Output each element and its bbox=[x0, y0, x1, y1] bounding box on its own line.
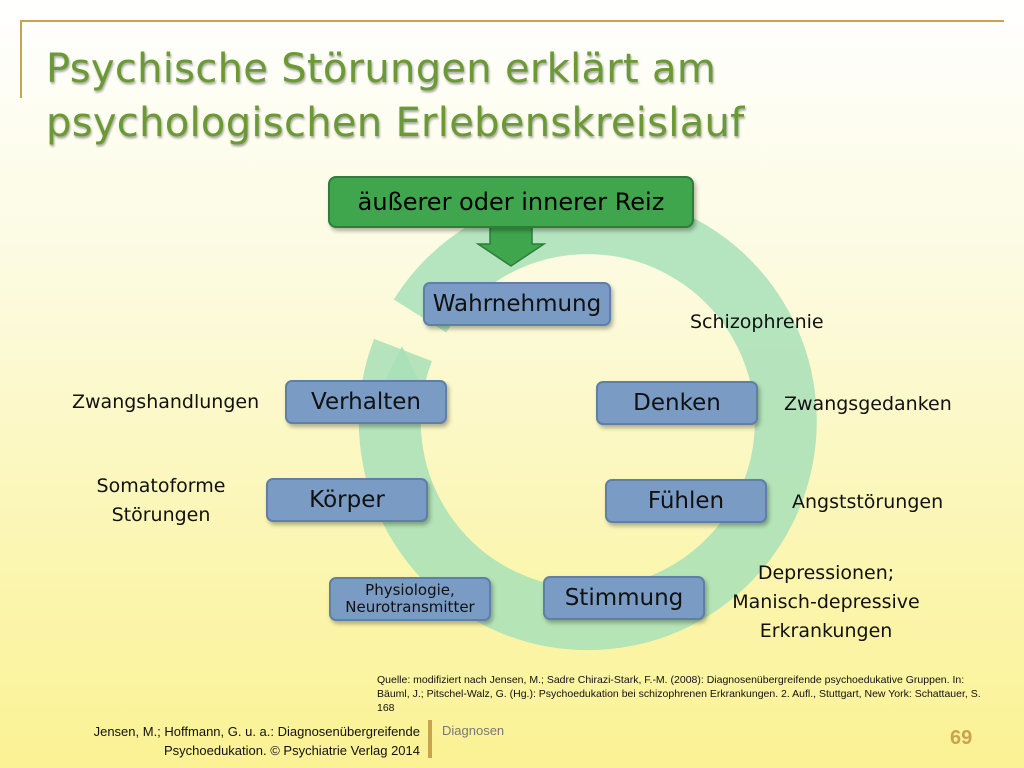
page-number: 69 bbox=[950, 727, 973, 749]
node-physiologie-line-1: Physiologie, bbox=[365, 581, 455, 599]
node-stimmung: Stimmung bbox=[543, 576, 705, 620]
title-line-1: Psychische Störungen erklärt am bbox=[46, 46, 717, 92]
label-somatoforme-line-2: Störungen bbox=[111, 504, 211, 526]
footer-citation: Jensen, M.; Hoffmann, G. u. a.: Diagnose… bbox=[60, 722, 420, 760]
label-schizophrenie: Schizophrenie bbox=[690, 311, 824, 333]
stimulus-box: äußerer oder innerer Reiz bbox=[328, 176, 694, 228]
frame-line-top bbox=[20, 20, 1004, 22]
footer-citation-line-1: Jensen, M.; Hoffmann, G. u. a.: Diagnose… bbox=[93, 724, 420, 739]
label-depressionen-line-3: Erkrankungen bbox=[759, 620, 893, 642]
label-depressionen-line-1: Depressionen; bbox=[757, 562, 895, 584]
footer-citation-line-2: Psychoedukation. © Psychiatrie Verlag 20… bbox=[163, 743, 420, 758]
node-wahrnehmung: Wahrnehmung bbox=[423, 282, 611, 326]
label-depressionen-line-2: Manisch-depressive bbox=[732, 591, 920, 613]
frame-line-left bbox=[20, 20, 22, 98]
label-zwangsgedanken: Zwangsgedanken bbox=[784, 393, 952, 415]
label-somatoforme: Somatoforme Störungen bbox=[86, 472, 236, 530]
label-somatoforme-line-1: Somatoforme bbox=[96, 475, 226, 497]
node-verhalten: Verhalten bbox=[285, 380, 447, 424]
stimulus-arrow bbox=[475, 225, 547, 267]
node-koerper: Körper bbox=[266, 478, 428, 522]
node-physiologie-line-2: Neurotransmitter bbox=[345, 598, 475, 616]
node-fuehlen: Fühlen bbox=[605, 479, 767, 523]
label-zwangshandlungen: Zwangshandlungen bbox=[72, 391, 260, 413]
node-physiologie: Physiologie, Neurotransmitter bbox=[329, 577, 491, 621]
source-citation: Quelle: modifiziert nach Jensen, M.; Sad… bbox=[377, 674, 981, 714]
footer-section-name: Diagnosen bbox=[442, 723, 505, 738]
footer-divider bbox=[428, 720, 432, 758]
title-line-2: psychologischen Erlebenskreislauf bbox=[46, 100, 745, 146]
node-denken: Denken bbox=[596, 381, 758, 425]
label-depressionen: Depressionen; Manisch-depressive Erkrank… bbox=[726, 559, 926, 646]
label-angststoerungen: Angststörungen bbox=[792, 491, 944, 513]
slide-title: Psychische Störungen erklärt am psycholo… bbox=[46, 42, 946, 150]
